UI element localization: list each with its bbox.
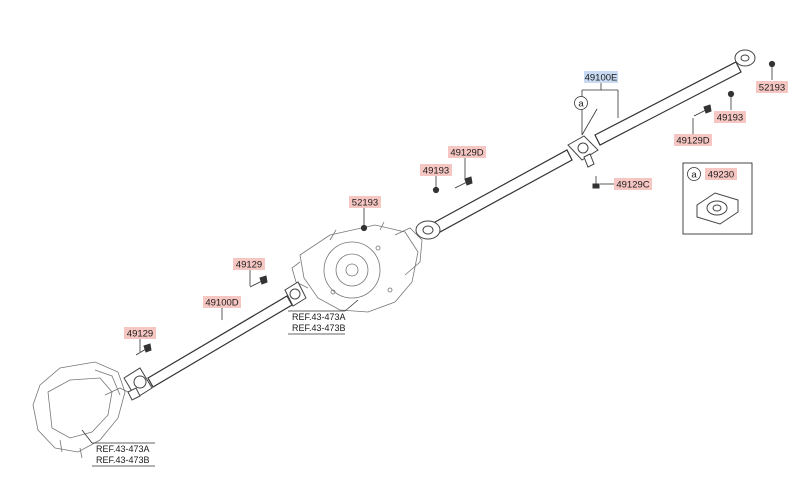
svg-text:52193: 52193 (352, 198, 378, 209)
label-tag (705, 168, 737, 180)
fastener-bolt-49129-left (135, 343, 152, 356)
part-label-49100D: 49100D (203, 296, 241, 309)
part-label-49129C: 49129C (614, 178, 652, 191)
part-label-49129-mid: 49129 (233, 258, 265, 271)
leader-lines (81, 67, 773, 467)
ref-center-a: REF.43-473A (292, 312, 346, 322)
marker-a-label: a (691, 170, 697, 181)
part-label-49193-right: 49193 (714, 111, 746, 124)
part-label-52193-top: 52193 (756, 81, 788, 94)
part-label-49193-mid: 49193 (420, 164, 452, 177)
svg-text:49129C: 49129C (616, 180, 649, 191)
svg-text:49129D: 49129D (450, 148, 483, 159)
marker-a-main-label: a (578, 99, 584, 110)
fastener-bolt-49129D-right (693, 104, 712, 117)
fastener-nut-52193-top (768, 60, 776, 68)
part-label-52193-center: 52193 (349, 196, 381, 209)
ref-center-b: REF.43-473B (292, 323, 346, 333)
fastener-bolt-49129C (592, 176, 600, 189)
svg-text:52193: 52193 (759, 83, 785, 94)
part-label-49100E: 49100E (584, 71, 618, 84)
fastener-bolt-49129-mid (249, 275, 268, 288)
svg-text:49129D: 49129D (676, 136, 709, 147)
marker-a-circle (687, 167, 701, 181)
svg-text:49100E: 49100E (585, 73, 618, 84)
ref-left-a: REF.43-473A (96, 444, 150, 454)
marker-a-main: a (574, 96, 588, 110)
fastener-nut-49193-mid (432, 186, 440, 194)
front-propeller-shaft (123, 281, 307, 401)
fastener-bolt-49129D-mid (454, 176, 473, 189)
part-label-49129D-mid: 49129D (448, 146, 486, 159)
rear-propeller-shaft (415, 49, 756, 240)
inset-center-bearing-box: a 49230 (682, 162, 753, 235)
ref-label-left: REF.43-473A REF.43-473B (96, 444, 150, 465)
part-label-49129-left: 49129 (124, 327, 156, 340)
svg-text:49129: 49129 (236, 260, 262, 271)
ref-left-b: REF.43-473B (96, 455, 150, 465)
transfer-case-left (32, 361, 129, 459)
ref-label-center: REF.43-473A REF.43-473B (292, 312, 346, 333)
svg-text:49193: 49193 (423, 166, 449, 177)
part-label-49129D-right: 49129D (674, 134, 712, 147)
label-49230: 49230 (708, 170, 734, 181)
svg-text:49100D: 49100D (205, 298, 238, 309)
fastener-nut-52193-center (360, 224, 368, 232)
svg-text:49193: 49193 (717, 113, 743, 124)
differential-center (291, 221, 423, 313)
svg-text:49129: 49129 (127, 329, 153, 340)
fastener-nut-49193-right (727, 90, 735, 98)
